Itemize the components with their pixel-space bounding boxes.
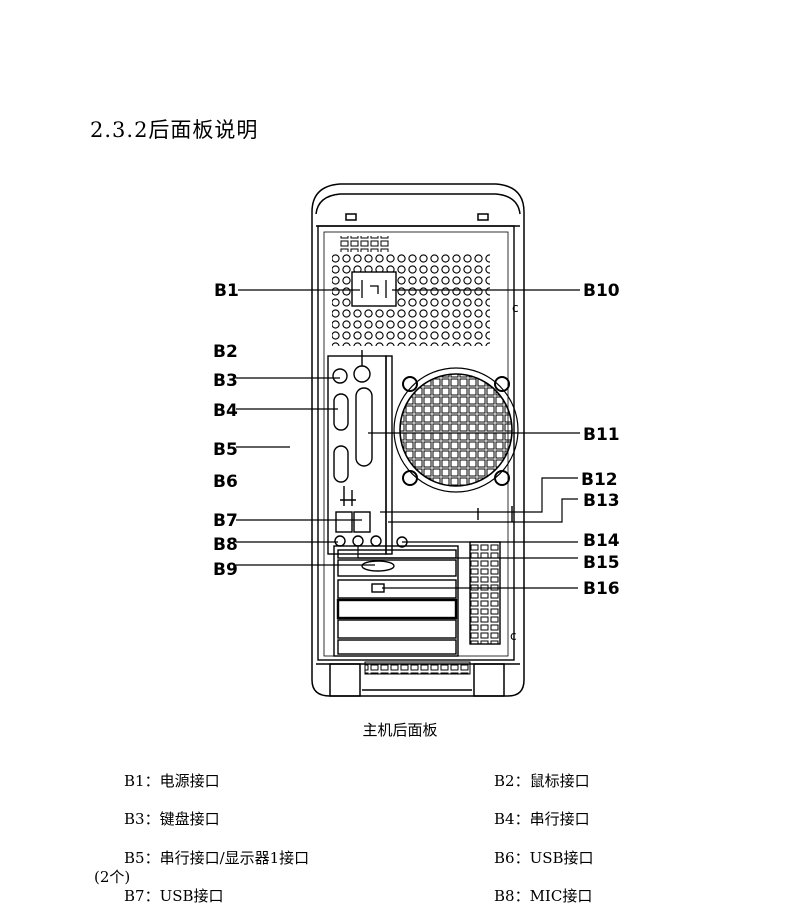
callout-b16: B16 [583, 579, 620, 599]
legend-b2: B2：鼠标接口 [494, 772, 590, 790]
callout-b1: B1 [214, 281, 239, 301]
legend-b7: B7：USB接口 [124, 887, 224, 905]
callout-b2: B2 [213, 342, 238, 362]
svg-text:c: c [512, 301, 519, 315]
io-shield [327, 350, 393, 555]
callout-b6: B6 [213, 472, 238, 492]
callout-b9: B9 [213, 560, 238, 580]
leader-lines [236, 289, 580, 589]
callout-b14: B14 [583, 531, 620, 551]
callout-b4: B4 [213, 401, 238, 421]
callout-b5: B5 [213, 440, 238, 460]
legend-b5-continued: (2个) [94, 868, 131, 886]
callout-b8: B8 [213, 535, 238, 555]
callout-b10: B10 [583, 281, 620, 301]
figure-caption: 主机后面板 [362, 721, 438, 739]
psu-grill: c [332, 236, 519, 346]
legend-b8: B8：MIC接口 [494, 887, 593, 905]
section-heading: 2.3.2后面板说明 [90, 118, 259, 142]
callout-b11: B11 [583, 425, 620, 445]
rear-panel-diagram: c [213, 183, 620, 697]
callout-b3: B3 [213, 371, 238, 391]
legend-b3: B3：键盘接口 [124, 810, 220, 828]
callout-b12: B12 [581, 470, 618, 490]
svg-text:c: c [510, 629, 517, 643]
callout-b7: B7 [213, 511, 238, 531]
legend-b1: B1：电源接口 [124, 772, 220, 790]
legend-b6: B6：USB接口 [494, 849, 594, 867]
callout-b13: B13 [583, 491, 620, 511]
expansion-slots [333, 545, 459, 657]
callout-b15: B15 [583, 553, 620, 573]
legend-b5: B5：串行接口/显示器1接口 [124, 849, 310, 867]
fan [393, 367, 519, 548]
legend-b4: B4：串行接口 [494, 810, 590, 828]
callout-labels: B1 B2 B3 B4 B5 B6 B7 B8 B9 B10 B11 B12 B… [213, 281, 620, 599]
